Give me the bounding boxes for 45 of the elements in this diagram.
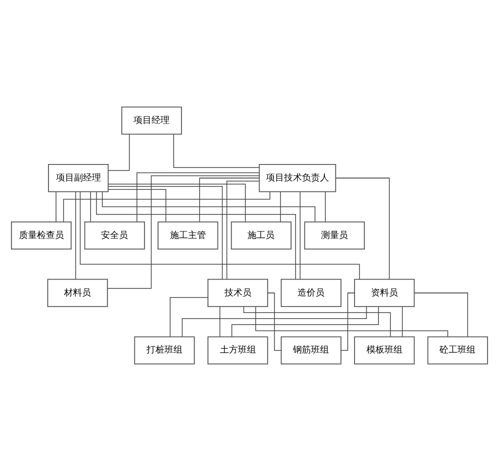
connector	[136, 172, 260, 222]
connector	[107, 175, 260, 289]
connector	[75, 191, 76, 280]
node-box: 模板班组	[354, 336, 415, 364]
node-box: 项目经理	[121, 106, 182, 135]
node-box: 土方班组	[207, 336, 268, 364]
connector	[267, 292, 282, 351]
node-box: 材料员	[47, 278, 108, 307]
node-box: 钢筋班组	[280, 336, 342, 364]
node-box: 施工主管	[158, 221, 218, 250]
connector	[324, 191, 326, 222]
connector	[255, 306, 448, 338]
connector	[108, 189, 166, 222]
connector	[402, 306, 403, 338]
connector	[108, 184, 246, 222]
connector	[173, 134, 260, 168]
node-box: 砼工班组	[427, 336, 488, 364]
connector	[108, 134, 130, 171]
connector	[231, 306, 379, 337]
node-box: 造价员	[280, 278, 342, 307]
connector	[340, 292, 355, 351]
connector	[108, 186, 223, 280]
connector	[96, 191, 296, 280]
node-box: 测量员	[304, 221, 365, 250]
connector	[280, 191, 281, 222]
connector	[199, 178, 260, 222]
connector	[170, 297, 208, 338]
connector	[226, 180, 260, 280]
connector	[336, 178, 390, 280]
node-box: 质量检查员	[10, 221, 72, 250]
connector	[182, 306, 367, 338]
connector	[80, 191, 360, 280]
node-box: 资料员	[354, 278, 415, 307]
connector	[243, 306, 391, 338]
node-box: 项目技术负责人	[258, 164, 336, 192]
connector	[414, 292, 468, 338]
node-box: 安全员	[84, 221, 145, 250]
node-box: 项目副经理	[48, 164, 109, 192]
connector	[90, 191, 91, 222]
node-box: 施工员	[230, 221, 292, 250]
connector	[102, 191, 316, 222]
node-box: 技术员	[207, 278, 268, 307]
node-box: 打桩班组	[134, 336, 195, 364]
connector	[300, 191, 301, 280]
connector	[63, 191, 270, 222]
